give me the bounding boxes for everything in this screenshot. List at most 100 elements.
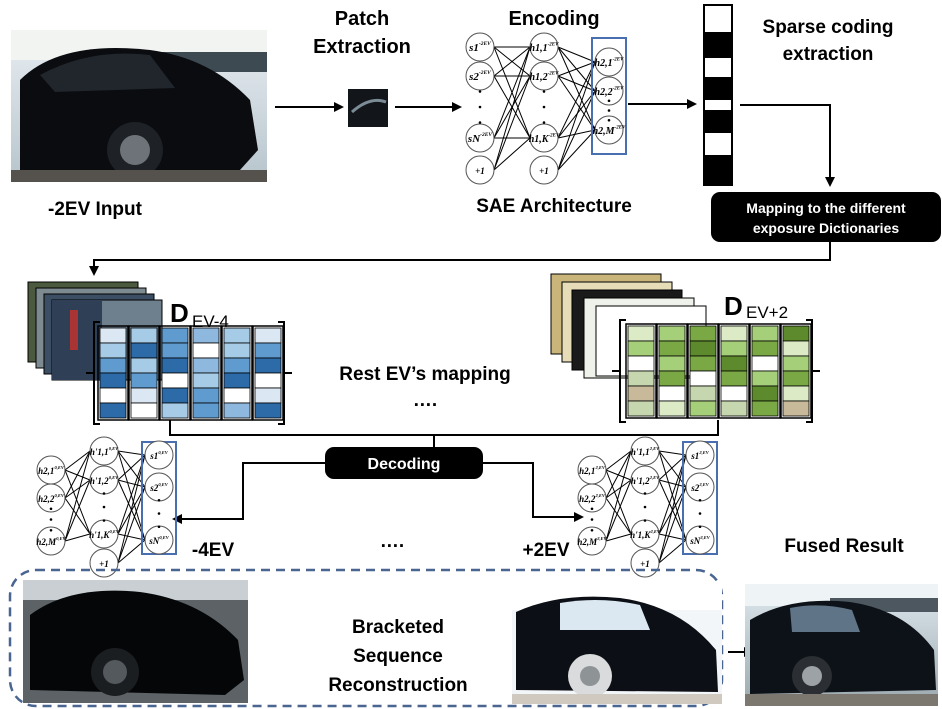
dict-cell <box>130 342 158 359</box>
hidden-node <box>89 436 119 466</box>
hidden-node <box>630 436 660 466</box>
bracketed-label-3: Reconstruction <box>328 675 467 696</box>
dict-cell <box>161 402 189 419</box>
edge <box>658 450 687 488</box>
hidden-node-label: h'1,12,EV <box>631 446 660 457</box>
edge <box>64 479 91 542</box>
edge <box>64 533 91 542</box>
dict-cell <box>223 387 251 404</box>
dict-cell <box>192 402 220 419</box>
code-node-label: h2,20,EV <box>38 493 65 504</box>
dict-column <box>221 325 253 421</box>
dict-cell <box>658 355 686 372</box>
dict-cell <box>751 370 779 387</box>
code-node <box>594 76 624 106</box>
patch-extraction-label-2: Extraction <box>313 36 411 58</box>
dict-cell <box>223 342 251 359</box>
edge <box>658 533 687 541</box>
dict-cell <box>192 357 220 374</box>
hidden-node <box>529 61 559 91</box>
edge <box>557 75 596 92</box>
code-node <box>577 483 607 513</box>
dict-cell <box>627 370 655 387</box>
edge <box>557 75 596 131</box>
dict-cell <box>782 340 810 357</box>
edge <box>658 479 687 488</box>
dict-column <box>190 325 222 421</box>
dict-cell <box>99 357 127 374</box>
patch-extraction-label-1: Patch <box>335 8 389 30</box>
dict-cell <box>161 342 189 359</box>
ellipsis-dot <box>607 109 611 112</box>
dict-cell <box>254 342 282 359</box>
dict-cell <box>658 400 686 417</box>
dict-left-sub: EV-4 <box>192 312 229 331</box>
dict-cell <box>161 372 189 389</box>
edge <box>557 90 596 171</box>
decoding-label: Decoding <box>368 456 441 473</box>
edge <box>117 450 146 456</box>
hidden-node-label: h'1,10,EV <box>90 446 119 457</box>
edge <box>605 450 632 542</box>
dict-cell <box>689 385 717 402</box>
patch-image <box>348 89 388 127</box>
hidden-node-label: h1,2-2EV <box>530 72 560 84</box>
edge <box>605 450 632 471</box>
minus4-label: -4EV <box>192 540 235 561</box>
dict-cell <box>130 402 158 419</box>
dict-cell <box>99 372 127 389</box>
code-node-label: h2,M2,EV <box>577 536 607 547</box>
ellipsis-dot <box>49 507 53 511</box>
dict-cell <box>782 355 810 372</box>
input-node <box>465 155 495 185</box>
sparse-layer-highlight <box>591 37 627 155</box>
ellipsis-dot <box>102 519 106 522</box>
hidden-node <box>529 155 559 185</box>
sparse-coding-label-2: extraction <box>783 44 874 65</box>
code-node <box>36 526 66 556</box>
dict-cell <box>254 402 282 419</box>
edge <box>557 61 596 77</box>
dict-column <box>128 325 160 421</box>
encoding-label: Encoding <box>508 8 599 30</box>
plus2-label: +2EV <box>522 540 569 561</box>
hidden-node-label: +1 <box>640 559 650 569</box>
dict-cell <box>161 387 189 404</box>
dict-cell <box>782 325 810 342</box>
dict-cell <box>689 340 717 357</box>
edge <box>557 61 596 139</box>
code-node-label: h2,M-2EV <box>593 126 626 138</box>
dict-column <box>749 323 781 419</box>
input-node <box>465 61 495 91</box>
output-node-label: sN0,EV <box>148 535 169 546</box>
dict-cell <box>223 357 251 374</box>
ellipsis-dot <box>590 518 594 521</box>
dict-cell <box>130 372 158 389</box>
ellipsis-dot <box>607 99 611 103</box>
hidden-node-label: +1 <box>539 166 549 176</box>
ellipsis-dot <box>590 528 594 532</box>
dict-cell <box>658 385 686 402</box>
output-node-label: s20,EV <box>149 482 168 493</box>
dict-cell <box>751 340 779 357</box>
hidden-node-label: h'1,20,EV <box>90 475 119 486</box>
edge <box>557 46 596 131</box>
dict-column <box>656 323 688 419</box>
edge <box>605 469 632 535</box>
dict-column <box>718 323 750 419</box>
rest-mapping-label: Rest EV’s mapping <box>339 364 510 385</box>
ellipsis-dot <box>698 498 702 502</box>
edge <box>493 46 531 139</box>
dict-right-D: D <box>724 291 743 321</box>
dict-cell <box>627 325 655 342</box>
ellipsis-dot <box>478 105 482 109</box>
input-node-label: s1-2EV <box>468 41 492 54</box>
edge <box>493 46 531 171</box>
ellipsis-dot <box>102 492 106 495</box>
edge <box>658 454 687 481</box>
edge <box>658 454 687 564</box>
dict-cell <box>720 355 748 372</box>
input-photo <box>11 30 267 182</box>
dict-cell <box>751 325 779 342</box>
hidden-node-label: h'1,22,EV <box>631 475 660 486</box>
